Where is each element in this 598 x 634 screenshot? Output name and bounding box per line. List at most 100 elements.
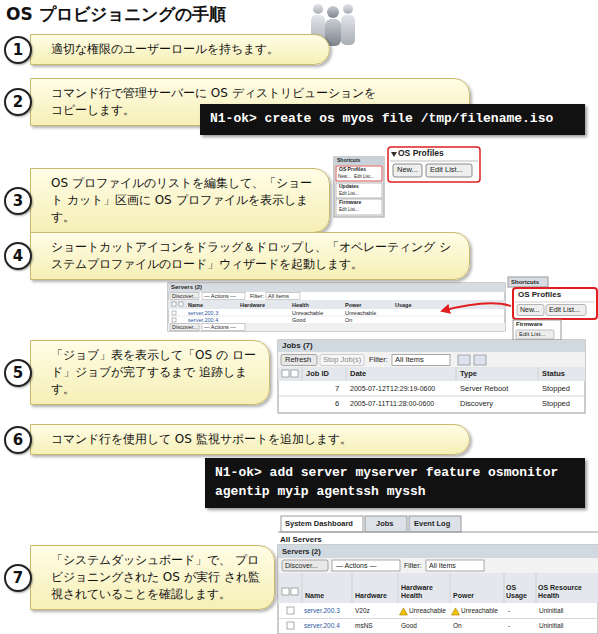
screen-text: - bbox=[508, 607, 510, 614]
screen-text: 6 bbox=[335, 400, 339, 409]
screen-text: Filter: bbox=[369, 356, 388, 365]
callout-number: 5 bbox=[13, 364, 23, 382]
step-banner: 「ジョブ」表を表示して「OS の ロード」ジョブが完了するまで 追跡します。 bbox=[30, 340, 270, 405]
screen-text: Usage bbox=[395, 302, 412, 308]
screen-text: Name bbox=[305, 592, 324, 600]
screen-text: - bbox=[508, 622, 510, 629]
screen-text: OS Profiles bbox=[339, 167, 366, 173]
screen-text: Filter: bbox=[250, 293, 264, 299]
screen-text: Firmware bbox=[516, 321, 543, 328]
screen-text: server.200.4 bbox=[188, 317, 218, 323]
step-text: 「ジョブ」表を表示して「OS の ロード」ジョブが完了するまで 追跡します。 bbox=[51, 347, 257, 398]
callout-number: 2 bbox=[13, 93, 23, 111]
step-text: OS プロファイルのリストを編集して、「ショート カット」区画に OS プロファ… bbox=[51, 175, 317, 226]
screen-text: Edit List... bbox=[339, 191, 359, 196]
shortcuts-panel bbox=[442, 277, 597, 340]
screen-text: Event Log bbox=[414, 520, 450, 529]
screen-text: Status bbox=[542, 370, 565, 379]
screen-text: Jobs bbox=[376, 520, 394, 529]
screen-text: All Servers bbox=[280, 535, 322, 544]
step-banner: OS プロファイルのリストを編集して、「ショート カット」区画に OS プロファ… bbox=[30, 168, 330, 233]
screen-text: — Actions — bbox=[204, 293, 236, 299]
step-number: 2 bbox=[4, 88, 32, 116]
screen-text: V20z bbox=[355, 607, 370, 614]
command-text: N1-ok> create os myos file /tmp/filename… bbox=[210, 110, 575, 129]
screen-text: Filter: bbox=[404, 562, 422, 570]
command-text: N1-ok> add server myserver feature osmon… bbox=[215, 464, 575, 502]
screen-text: Discover... bbox=[172, 293, 198, 299]
screen-text: Edit List... bbox=[339, 207, 359, 212]
screen-text: Shortcuts bbox=[337, 158, 360, 164]
screen-text: Jobs (7) bbox=[282, 341, 313, 350]
step-text: 「システムダッシュボード」で、 プロビジョニングされた OS が実行 され監視さ… bbox=[51, 552, 262, 603]
screen-text: Unreachable bbox=[345, 310, 376, 316]
step-number: 3 bbox=[4, 187, 32, 215]
screen-text: server.200.3 bbox=[188, 310, 218, 316]
step-banner: 「システムダッシュボード」で、 プロビジョニングされた OS が実行 され監視さ… bbox=[30, 545, 275, 610]
screen-text: OS Usage bbox=[506, 584, 534, 600]
screen-text: Unreachable bbox=[292, 310, 323, 316]
screen-text: On bbox=[345, 317, 352, 323]
screen-text: All Items bbox=[268, 293, 289, 299]
screen-text: New... bbox=[338, 174, 351, 179]
screen-text: Unreachable bbox=[409, 607, 446, 614]
screen-text: 2005-07-11T11:28:00-0600 bbox=[350, 400, 434, 408]
screen-text: Power bbox=[345, 302, 362, 308]
screen-text: Health bbox=[292, 302, 309, 308]
dashboard-screenshot bbox=[278, 516, 598, 634]
screen-text: Discover... bbox=[285, 562, 318, 570]
screen-text: Stopped bbox=[542, 400, 570, 409]
screen-text: Servers (2) bbox=[282, 548, 321, 557]
screen-text: 2005-07-12T12:29:19-0600 bbox=[350, 385, 435, 393]
screen-text: msNS bbox=[355, 622, 373, 629]
screen-text: Unreachable bbox=[461, 607, 498, 614]
screen-text: Firmware bbox=[339, 200, 361, 206]
screen-text: OS Resource Health bbox=[538, 584, 596, 600]
step-banner: コマンド行を使用して OS 監視サポートを追加します。 bbox=[30, 424, 470, 455]
step-text: ショートカットアイコンをドラッグ＆ドロップし、「オペレーティング システムプロフ… bbox=[51, 239, 457, 273]
callout-number: 6 bbox=[13, 431, 23, 449]
screen-text: OS Profiles bbox=[518, 290, 561, 299]
screen-text: Stopped bbox=[542, 385, 570, 394]
step-number: 6 bbox=[4, 426, 32, 454]
command-box: N1-ok> add server myserver feature osmon… bbox=[205, 458, 585, 508]
shortcuts-panel bbox=[334, 157, 384, 217]
screen-text: Refresh bbox=[285, 356, 311, 365]
step-text: 適切な権限のユーザーロールを持ちます。 bbox=[51, 41, 317, 58]
screen-text: OS Profiles bbox=[398, 149, 444, 159]
screen-text: Date bbox=[350, 370, 366, 379]
screen-text: Name bbox=[188, 302, 203, 308]
step-text: コマンド行を使用して OS 監視サポートを追加します。 bbox=[51, 431, 457, 448]
screen-text: server.200.3 bbox=[304, 607, 340, 614]
screen-text: Edit List... bbox=[354, 174, 374, 179]
screen-text: All Items bbox=[395, 356, 424, 365]
screen-text: Job ID bbox=[306, 370, 329, 379]
callout-number: 3 bbox=[13, 192, 23, 210]
screen-text: — Actions — bbox=[204, 324, 236, 330]
screen-text: On bbox=[453, 622, 462, 629]
screen-text: Type bbox=[460, 370, 477, 379]
screen-text: Hardware bbox=[240, 302, 265, 308]
step-number: 4 bbox=[4, 242, 32, 270]
screen-text: Updates bbox=[339, 184, 359, 190]
callout-number: 1 bbox=[13, 41, 23, 59]
screen-text: Shortcuts bbox=[511, 279, 539, 286]
screen-text: All Items bbox=[429, 562, 456, 570]
screen-text: New... bbox=[520, 306, 539, 314]
screen-text: Edit List... bbox=[430, 166, 463, 175]
step-number: 1 bbox=[4, 36, 32, 64]
step-banner: ショートカットアイコンをドラッグ＆ドロップし、「オペレーティング システムプロフ… bbox=[30, 232, 470, 280]
step-number: 7 bbox=[4, 564, 32, 592]
screen-text: 7 bbox=[335, 385, 339, 394]
os-profiles-callout bbox=[388, 147, 480, 182]
callout-number: 4 bbox=[13, 247, 23, 265]
screen-text: New... bbox=[397, 166, 418, 175]
screen-text: Good bbox=[401, 622, 417, 629]
title: OS プロビジョニングの手順 bbox=[6, 3, 226, 26]
command-box: N1-ok> create os myos file /tmp/filename… bbox=[200, 104, 585, 135]
screen-text: System Dashboard bbox=[285, 520, 353, 529]
screen-text: Edit List... bbox=[549, 306, 580, 314]
jobs-screenshot bbox=[278, 340, 585, 413]
step-number: 5 bbox=[4, 359, 32, 387]
screen-text: — Actions — bbox=[336, 562, 376, 570]
